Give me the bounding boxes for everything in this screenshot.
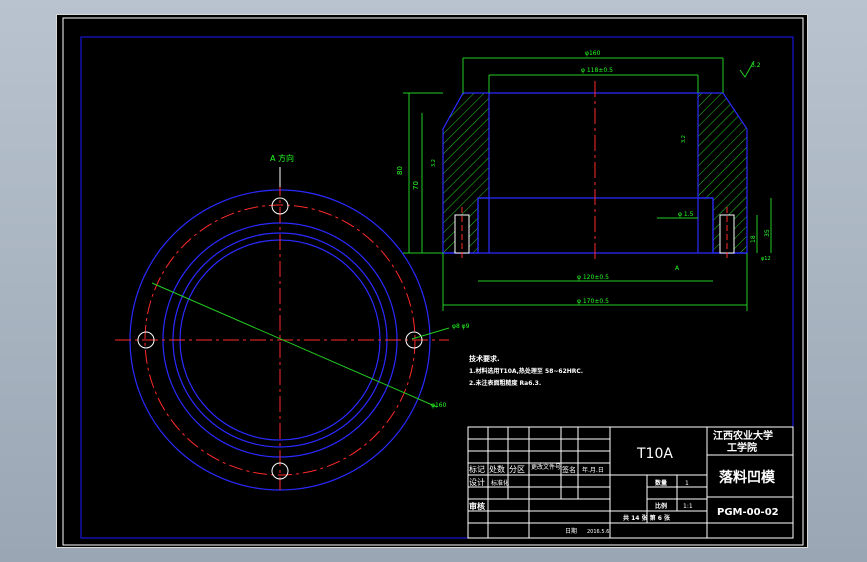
col-sign: 签名 (562, 465, 576, 474)
scale-label: 比例 (655, 502, 667, 510)
col-doc: 更改文件号 (531, 463, 561, 471)
section-mark: A (675, 265, 680, 272)
drawing-canvas: A 方向 φ8 φ9 φ160 φ160 (62, 17, 804, 546)
dim-pin-depth: 18 (750, 235, 757, 243)
tech-line-2: 2.未注表面粗糙度 Ra6.3. (469, 379, 541, 387)
dim-height-inner: 70 (412, 181, 420, 190)
col-count: 处数 (489, 464, 505, 474)
dim-bore-bottom: φ 120±0.5 (577, 274, 609, 281)
diameter-leader-label: φ160 (431, 402, 447, 409)
tech-line-1: 1.材料选用T10A,热处理至 58~62HRC. (469, 367, 583, 375)
tech-notes: 技术要求. 1.材料选用T10A,热处理至 58~62HRC. 2.未注表面粗糙… (469, 354, 583, 387)
plan-view: A 方向 φ8 φ9 φ160 (115, 153, 470, 491)
rough-mark: 3.2 (751, 62, 761, 69)
qty-label: 数量 (655, 479, 667, 487)
dim-outer-bottom: φ 170±0.5 (577, 298, 609, 305)
col-zone: 分区 (509, 465, 525, 474)
dim-height-outer: 80 (396, 166, 404, 175)
scale-value: 1:1 (683, 503, 693, 510)
school-name: 江西农业大学 (713, 429, 773, 442)
dim-inner-top: φ 118±0.5 (581, 67, 613, 74)
pin-hole-right (405, 331, 423, 349)
tech-heading: 技术要求. (469, 354, 500, 363)
rough-mid: 3.2 (681, 135, 687, 143)
rough-left: 3.2 (431, 159, 437, 167)
school-dept: 工学院 (727, 441, 757, 454)
date-label: 日期 (565, 527, 577, 535)
date-value: 2016.5.6 (587, 529, 609, 535)
pin-hole-bottom (271, 462, 289, 480)
title-block (467, 426, 794, 539)
pin-hole-left (137, 331, 155, 349)
dim-depth: φ 1.5 (678, 211, 694, 218)
row-design: 设计 (469, 477, 485, 487)
outer-frame (62, 17, 804, 546)
material: T10A (636, 446, 673, 462)
cad-viewport[interactable]: A 方向 φ8 φ9 φ160 φ160 (56, 14, 808, 548)
diameter-leader (151, 282, 438, 408)
part-name: 落料凹模 (719, 469, 776, 486)
col-date: 年.月.日 (582, 466, 604, 474)
dim-pin-right: 35 (764, 229, 771, 237)
title-block-text: T10A 江西农业大学 工学院 落料凹模 PGM-00-02 数量 1 比例 1… (469, 429, 779, 535)
pin-leader (411, 327, 450, 340)
drawing-number: PGM-00-02 (717, 507, 779, 518)
inner-frame (80, 36, 794, 539)
row-std: 标准化 (491, 479, 509, 487)
dim-top-width: φ160 (585, 50, 601, 57)
rough-right: φ12 (761, 256, 771, 262)
row-review: 审核 (469, 501, 485, 511)
pin-leader-label: φ8 φ9 (452, 323, 470, 330)
sheet-count: 共 14 张 第 6 张 (623, 514, 671, 522)
qty-value: 1 (685, 480, 689, 487)
section-view: φ160 φ 118±0.5 80 70 φ 120±0.5 φ 170±0.5… (396, 50, 772, 311)
view-label: A 方向 (270, 153, 294, 163)
col-marker: 标记 (469, 464, 485, 474)
pin-hole-top (271, 197, 289, 215)
